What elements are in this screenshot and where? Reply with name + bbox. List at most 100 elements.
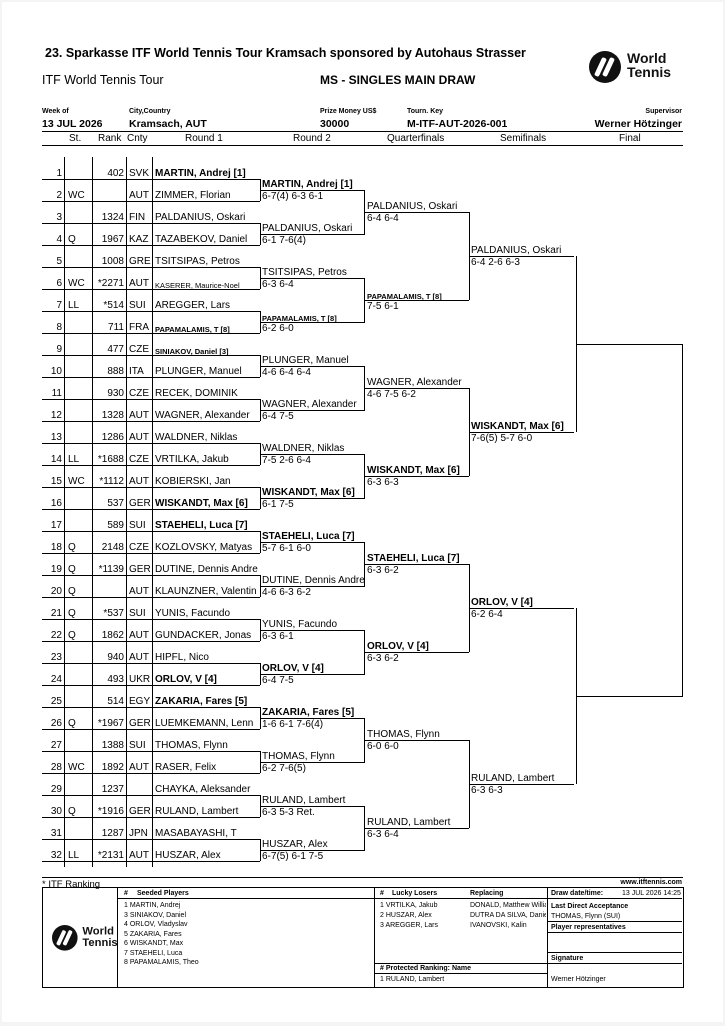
match-score: 6-4 7-5 <box>262 675 294 686</box>
player-country: AUT <box>129 586 149 597</box>
seeded-player: 4 ORLOV, Vladyslav <box>124 921 188 928</box>
player-country: CZE <box>129 388 149 399</box>
player-country: CZE <box>129 542 149 553</box>
player-country: GER <box>129 806 151 817</box>
draw-number: 6 <box>56 278 62 289</box>
draw-number: 30 <box>50 806 62 817</box>
row-line <box>42 861 260 862</box>
entry-status: Q <box>68 542 76 553</box>
winner-name: ZAKARIA, Fares [5] <box>262 707 355 718</box>
lucky-loser: 3 AREGGER, Lars <box>380 922 438 929</box>
player-country: AUT <box>129 432 149 443</box>
player-rank: 888 <box>107 366 124 377</box>
winner-name: PALDANIUS, Oskari <box>471 245 562 256</box>
draw-number: 24 <box>50 674 62 685</box>
winner-line <box>260 542 365 543</box>
last-direct: THOMAS, Flynn (SUI) <box>551 913 621 920</box>
row-line <box>42 817 260 818</box>
row-line <box>42 355 260 356</box>
prize-label: Prize Money US$ <box>320 108 377 115</box>
winner-name: PALDANIUS, Oskari <box>367 201 458 212</box>
player-name: TSITSIPAS, Petros <box>155 256 240 267</box>
player-country: AUT <box>129 410 149 421</box>
row-line <box>42 729 260 730</box>
signature-label: Signature <box>551 955 584 962</box>
match-score: 4-6 7-5 6-2 <box>367 389 416 400</box>
signature-name: Werner Hötzinger <box>551 976 606 983</box>
winner-line <box>364 652 469 653</box>
row-line <box>42 179 260 180</box>
player-rank: *1916 <box>97 806 124 817</box>
lucky-hash: # <box>380 890 384 897</box>
entry-status: Q <box>68 806 76 817</box>
col-semifinals: Semifinals <box>500 133 547 144</box>
row-line <box>42 751 260 752</box>
player-country: CZE <box>129 454 149 465</box>
match-score: 7-6(5) 5-7 6-0 <box>471 433 533 444</box>
player-name: MASABAYASHI, T <box>155 828 237 839</box>
winner-line <box>260 410 365 411</box>
col-rank: Rank <box>98 133 122 144</box>
row-line <box>42 487 260 488</box>
entry-status: Q <box>68 586 76 597</box>
tour-name: ITF World Tennis Tour <box>42 73 164 87</box>
draw-number: 12 <box>50 410 62 421</box>
player-rank: 1286 <box>101 432 124 443</box>
seeded-player: 5 ZAKARIA, Fares <box>124 930 182 938</box>
entry-status: Q <box>68 630 76 641</box>
draw-type: MS - SINGLES MAIN DRAW <box>320 73 476 87</box>
player-country: JPN <box>129 828 148 839</box>
draw-number: 20 <box>50 586 62 597</box>
protected-title: # Protected Ranking: Name <box>380 965 472 972</box>
player-name: HIPFL, Nico <box>155 652 209 663</box>
winner-line <box>469 784 574 785</box>
player-rank: *1967 <box>97 718 124 729</box>
player-name: SINIAKOV, Daniel [3] <box>155 347 229 356</box>
player-country: GER <box>129 718 151 729</box>
row-line <box>42 773 260 774</box>
match-score: 4-6 6-4 6-4 <box>262 367 311 378</box>
player-country: FRA <box>129 322 149 333</box>
player-rank: 2148 <box>101 542 124 553</box>
winner-line <box>260 806 365 807</box>
protected-item: 1 RULAND, Lambert <box>380 976 445 983</box>
winner-name: ORLOV, V [4] <box>367 641 429 652</box>
row-line <box>42 465 260 466</box>
player-rank: 514 <box>107 696 124 707</box>
player-name: WAGNER, Alexander <box>155 410 250 421</box>
world-tennis-icon <box>589 51 621 83</box>
entry-status: Q <box>68 234 76 245</box>
row-line <box>42 663 260 664</box>
player-country: UKR <box>129 674 151 685</box>
entry-status: Q <box>68 564 76 575</box>
match-score: 6-3 6-4 <box>367 829 399 840</box>
winner-line <box>260 234 365 235</box>
winner-name: TSITSIPAS, Petros <box>262 267 347 278</box>
player-name: STAEHELI, Luca [7] <box>155 520 248 531</box>
match-score: 6-2 7-6(5) <box>262 763 306 774</box>
draw-datetime-label: Draw date/time: <box>551 890 604 897</box>
draw-number: 7 <box>56 300 62 311</box>
draw-number: 15 <box>50 476 62 487</box>
world-tennis-icon <box>52 925 78 951</box>
winner-name: PALDANIUS, Oskari <box>262 223 353 234</box>
winner-name: RULAND, Lambert <box>367 817 451 828</box>
match-score: 6-3 6-2 <box>367 565 399 576</box>
winner-name: WAGNER, Alexander <box>367 377 462 388</box>
row-line <box>42 531 260 532</box>
match-score: 6-7(4) 6-3 6-1 <box>262 191 324 202</box>
player-rank: 1892 <box>101 762 124 773</box>
player-name: PALDANIUS, Oskari <box>155 212 246 223</box>
player-name: MARTIN, Andrej [1] <box>155 168 246 179</box>
seeded-hash: # <box>124 890 128 897</box>
winner-name: THOMAS, Flynn <box>367 729 440 740</box>
match-score: 6-2 6-4 <box>471 609 503 620</box>
match-score: 6-7(5) 6-1 7-5 <box>262 851 324 862</box>
column-divider <box>64 157 65 867</box>
player-country: ITA <box>129 366 144 377</box>
player-country: AUT <box>129 190 149 201</box>
winner-line <box>364 476 469 477</box>
row-line <box>42 839 260 840</box>
player-rank: *514 <box>103 300 124 311</box>
player-rank: *1688 <box>97 454 124 465</box>
